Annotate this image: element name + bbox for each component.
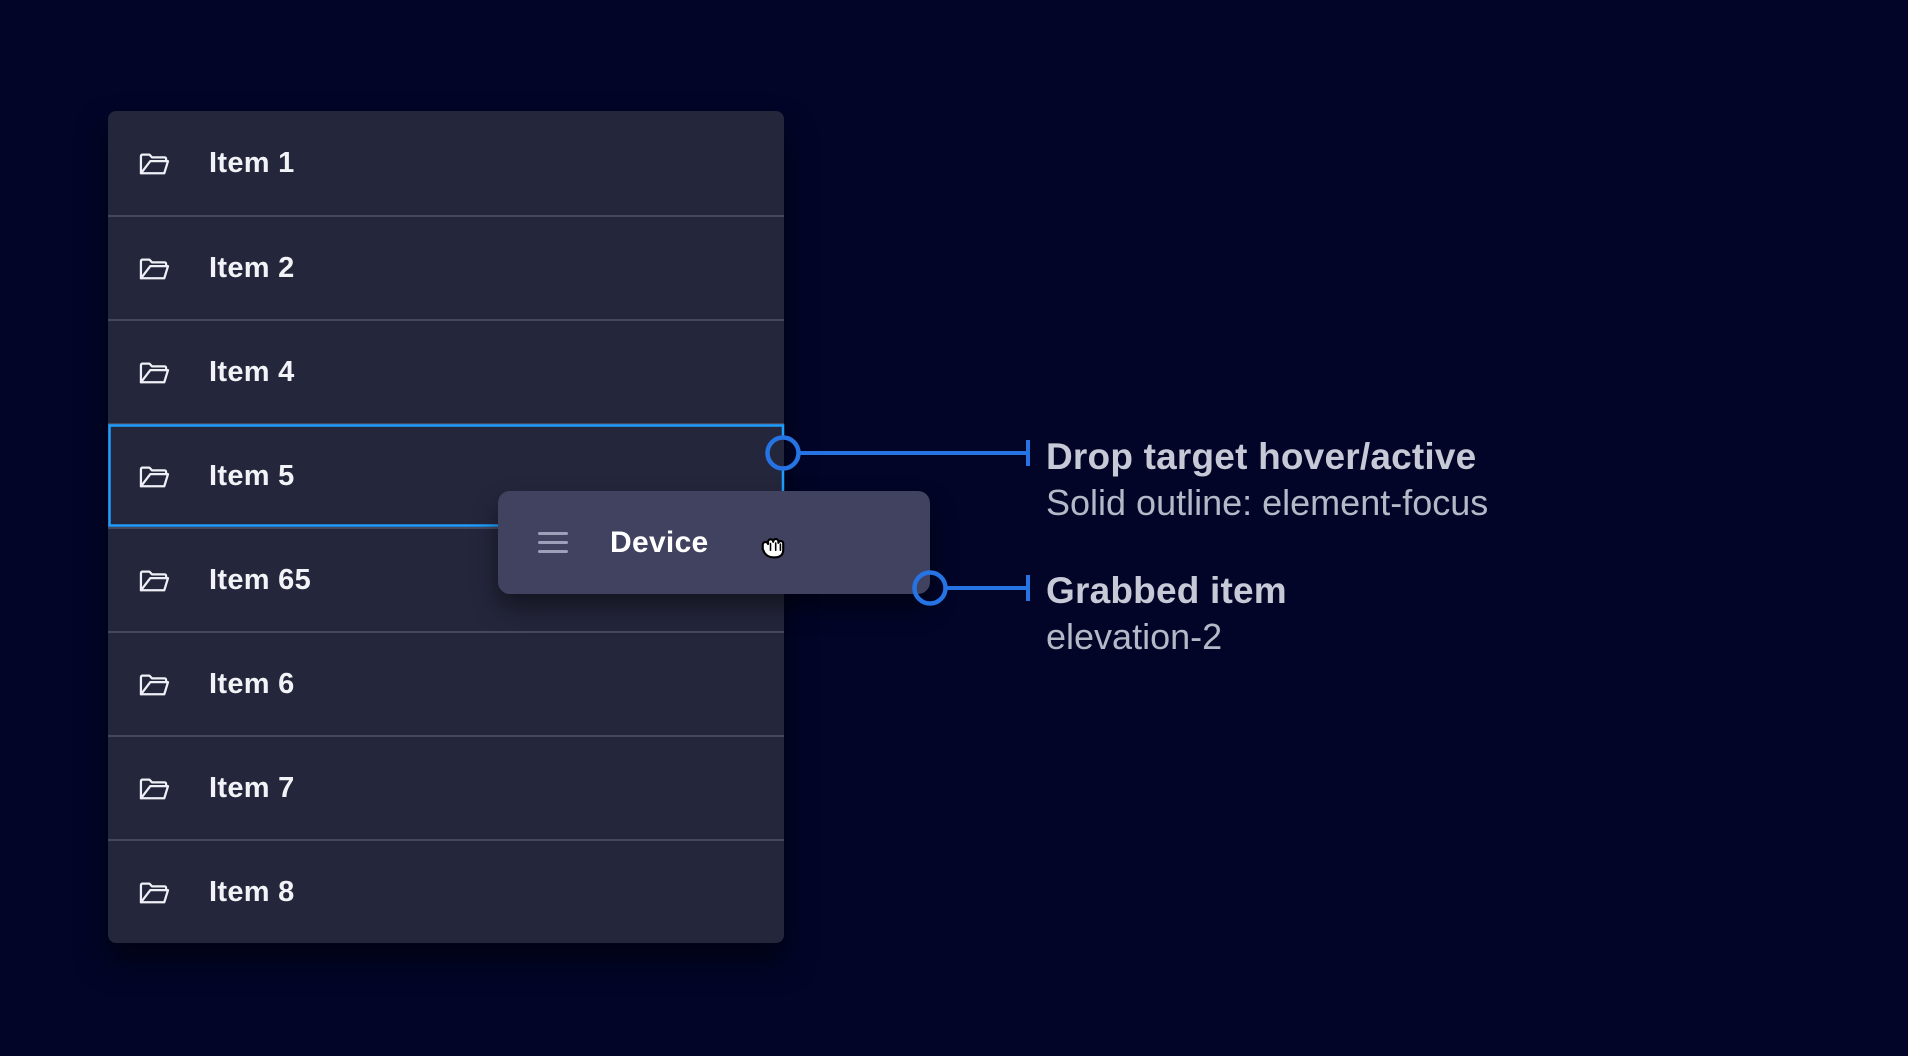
list-item-label: Item 1 (209, 146, 295, 179)
list-item-label: Item 8 (209, 875, 295, 908)
annotation-subtitle: Solid outline: element-focus (1046, 482, 1489, 523)
annotation-drop-target: Drop target hover/active Solid outline: … (1046, 434, 1488, 526)
folder-open-icon (139, 466, 170, 488)
folder-open-icon (139, 362, 170, 384)
list-item-label: Item 6 (209, 667, 295, 700)
list-item[interactable]: Item 65 (108, 527, 784, 631)
folder-open-icon (139, 882, 170, 904)
folder-open-icon (139, 153, 170, 175)
list-item[interactable]: Item 2 (108, 215, 784, 319)
folder-open-icon (139, 778, 170, 800)
list-item[interactable]: Item 1 (108, 111, 784, 215)
list-item[interactable]: Item 4 (108, 319, 784, 423)
list-item-label: Item 2 (209, 251, 295, 284)
annotation-title: Grabbed item (1046, 570, 1287, 611)
grabbed-item-card[interactable]: Device (498, 491, 930, 594)
folder-open-icon (139, 674, 170, 696)
folder-open-icon (139, 570, 170, 592)
list-item[interactable]: Item 8 (108, 839, 784, 943)
drag-handle-icon[interactable] (538, 532, 568, 553)
list-item-label: Item 5 (209, 459, 295, 492)
list-item-label: Item 4 (209, 355, 295, 388)
annotation-subtitle: elevation-2 (1046, 616, 1223, 657)
annotation-title: Drop target hover/active (1046, 436, 1477, 477)
folder-open-icon (139, 258, 170, 280)
list-item-label: Item 7 (209, 771, 295, 804)
list-item[interactable]: Item 7 (108, 735, 784, 839)
list-item[interactable]: Item 6 (108, 631, 784, 735)
list-item-label: Item 65 (209, 563, 312, 596)
grabbing-cursor-icon (761, 537, 785, 559)
annotation-grabbed-item: Grabbed item elevation-2 (1046, 568, 1287, 660)
grabbed-item-label: Device (610, 525, 709, 559)
